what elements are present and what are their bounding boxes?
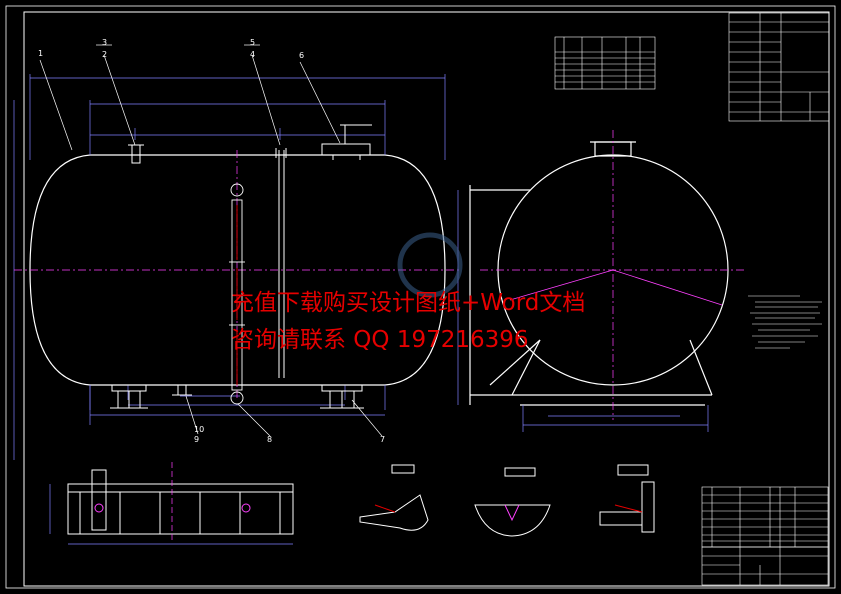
watermark-line-2: 咨询请联系 QQ 197216396 (231, 327, 529, 353)
side-dimensions (457, 190, 709, 432)
weld-detail-1 (359, 464, 429, 531)
callout-8: 8 (267, 435, 272, 444)
callout-3: 3 (102, 38, 107, 47)
callout-5: 5 (250, 38, 255, 47)
callout-9: 9 (194, 435, 199, 444)
side-centerlines (480, 130, 745, 420)
saddle-supports (110, 384, 364, 409)
inner-border (23, 11, 830, 587)
technical-notes (748, 295, 822, 349)
technical-data-table (728, 12, 830, 122)
nozzle-table (554, 36, 656, 90)
dimension-lines (13, 74, 446, 460)
leader-lines (39, 44, 383, 437)
title-block (701, 546, 829, 586)
watermark-logo (397, 232, 463, 298)
saddle-detail-view (67, 469, 294, 535)
callout-6: 6 (299, 51, 304, 60)
callout-1: 1 (38, 49, 43, 58)
callout-10: 10 (194, 425, 204, 434)
side-angle-lines (509, 269, 723, 306)
callout-7: 7 (380, 435, 385, 444)
weld-detail-3 (599, 464, 655, 533)
weld-detail-2 (474, 467, 551, 537)
parts-list-table (701, 486, 829, 548)
centerlines (14, 150, 462, 400)
nozzles (128, 124, 372, 164)
watermark-line-1: 充值下载购买设计图纸+Word文档 (231, 290, 586, 316)
callout-2: 2 (102, 50, 107, 59)
level-gauge (229, 183, 245, 405)
internal-pipe (278, 150, 285, 378)
tank-side-view (469, 141, 729, 406)
saddle-detail-dimensions (49, 462, 293, 545)
outer-border (5, 5, 836, 589)
callout-4: 4 (250, 50, 255, 59)
